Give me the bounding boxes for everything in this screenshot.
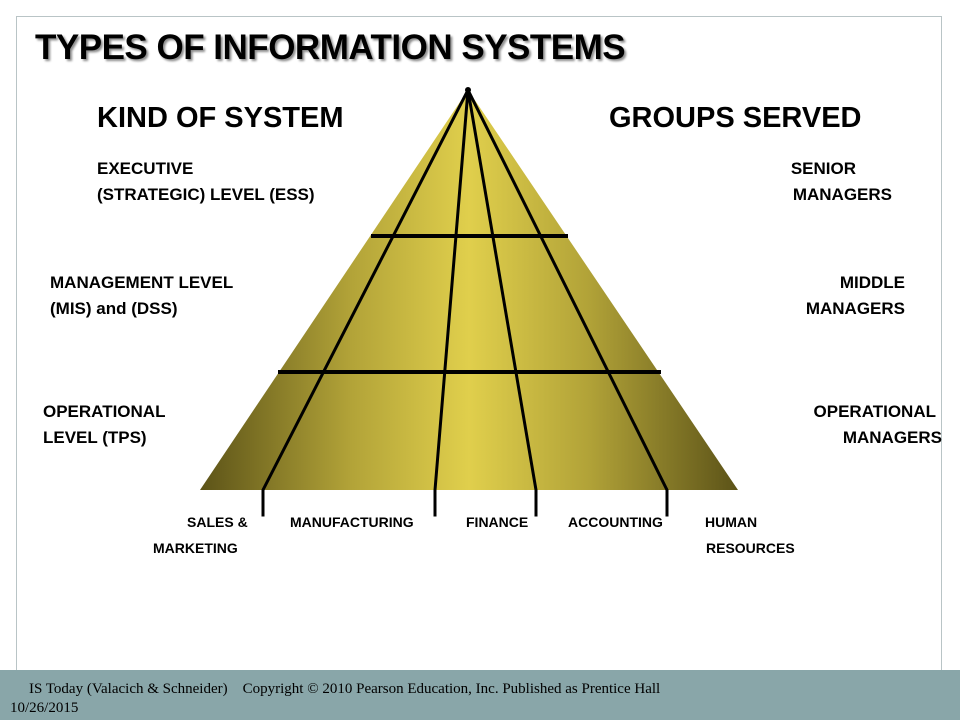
groups-served-header: GROUPS SERVED	[609, 102, 862, 134]
divider-sales-marketing	[261, 87, 471, 517]
area-sales-marketing-line2: MARKETING	[153, 540, 238, 556]
middle-managers-label: MIDDLE MANAGERS	[805, 273, 905, 318]
slide-title: TYPES OF INFORMATION SYSTEMS	[35, 28, 626, 67]
executive-level-label: EXECUTIVE (STRATEGIC) LEVEL (ESS)	[97, 159, 315, 204]
area-manufacturing: MANUFACTURING	[290, 514, 414, 530]
apex-dot	[465, 87, 471, 93]
operational-managers-label: OPERATIONAL MANAGERS	[813, 402, 942, 447]
kind-of-system-header: KIND OF SYSTEM	[97, 102, 344, 134]
footer-copyright: Copyright © 2010 Pearson Education, Inc.…	[242, 681, 661, 697]
footer-source: IS Today (Valacich & Schneider)	[29, 681, 228, 697]
divider-accounting	[465, 87, 669, 517]
area-human-resources-line2: RESOURCES	[706, 540, 795, 556]
operational-level-label: OPERATIONAL LEVEL (TPS)	[43, 402, 166, 447]
divider-manufacturing	[433, 88, 470, 517]
area-accounting: ACCOUNTING	[568, 514, 663, 530]
footer-bar	[0, 670, 960, 720]
senior-managers-label: SENIOR MANAGERS	[790, 159, 892, 204]
pyramid	[200, 90, 738, 490]
area-finance: FINANCE	[466, 514, 529, 530]
divider-finance	[466, 88, 538, 517]
area-human-resources: HUMAN	[705, 514, 758, 530]
footer-date: 10/26/2015	[10, 700, 79, 716]
area-sales-marketing: SALES &	[187, 514, 248, 530]
footer-text: IS Today (Valacich & Schneider) Copyrigh…	[10, 680, 661, 718]
management-level-label: MANAGEMENT LEVEL (MIS) and (DSS)	[50, 273, 234, 318]
